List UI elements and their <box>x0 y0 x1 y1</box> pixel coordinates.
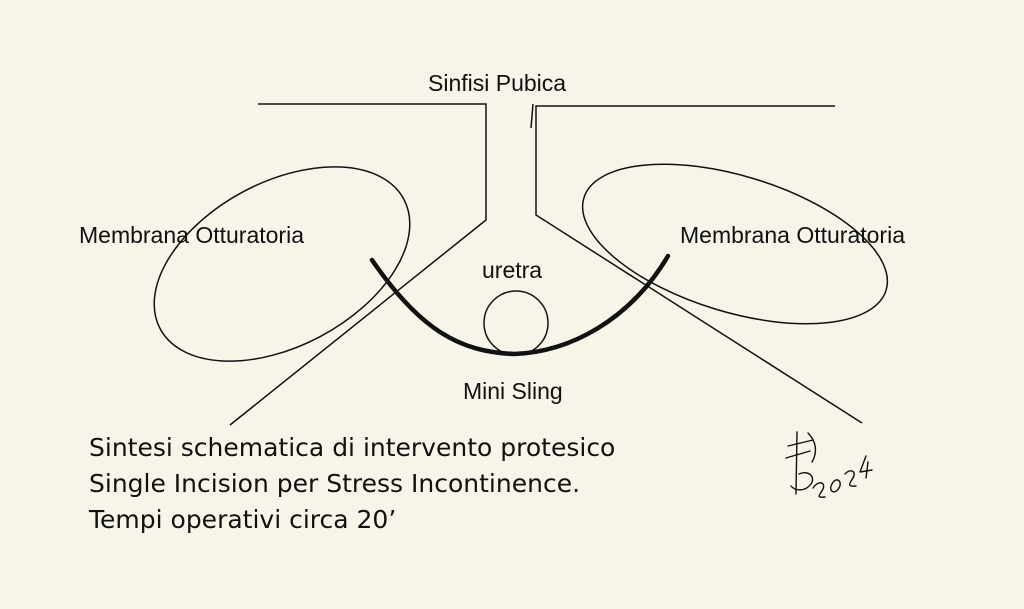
symphysis-notch <box>531 104 533 128</box>
urethra-label: uretra <box>482 259 542 282</box>
symphysis-label: Sinfisi Pubica <box>428 72 566 95</box>
caption-line-2: Single Incision per Stress Incontinence. <box>89 466 615 502</box>
symphysis-right-outline <box>536 106 862 423</box>
caption: Sintesi schematica di intervento protesi… <box>89 430 615 538</box>
symphysis-left-outline <box>230 104 486 425</box>
obturator-membrane-left <box>122 127 443 401</box>
caption-line-1: Sintesi schematica di intervento protesi… <box>89 430 615 466</box>
sling-label: Mini Sling <box>463 380 563 403</box>
membrane-right-label: Membrana Otturatoria <box>680 224 905 247</box>
caption-line-3: Tempi operativi circa 20’ <box>89 502 615 538</box>
signature-mark <box>786 432 872 497</box>
membrane-left-label: Membrana Otturatoria <box>79 224 304 247</box>
urethra-circle <box>484 291 548 355</box>
